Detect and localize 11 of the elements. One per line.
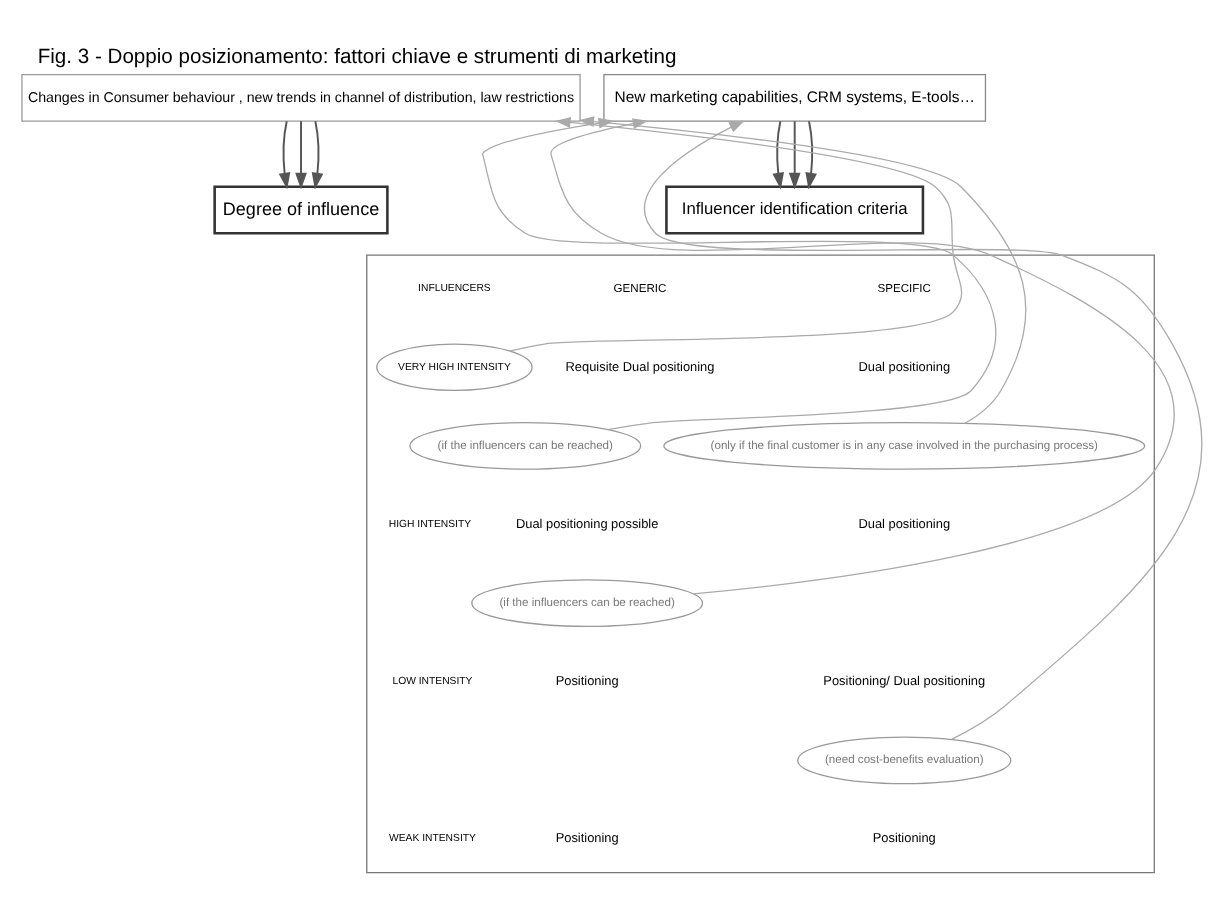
node-box: Degree of influence — [213, 184, 389, 234]
arrow — [805, 119, 817, 189]
arrow — [311, 119, 324, 189]
node-box: Influencer identification criteria — [665, 184, 925, 234]
arrow — [295, 119, 307, 189]
arrow — [772, 119, 784, 189]
arrow — [278, 119, 291, 189]
arrow — [644, 119, 1203, 739]
arrow — [788, 119, 801, 189]
diagram-title: Fig. 3 - Doppio posizionamento: fattori chiave e strumenti di marketing — [37, 45, 677, 68]
cluster — [366, 253, 1155, 873]
